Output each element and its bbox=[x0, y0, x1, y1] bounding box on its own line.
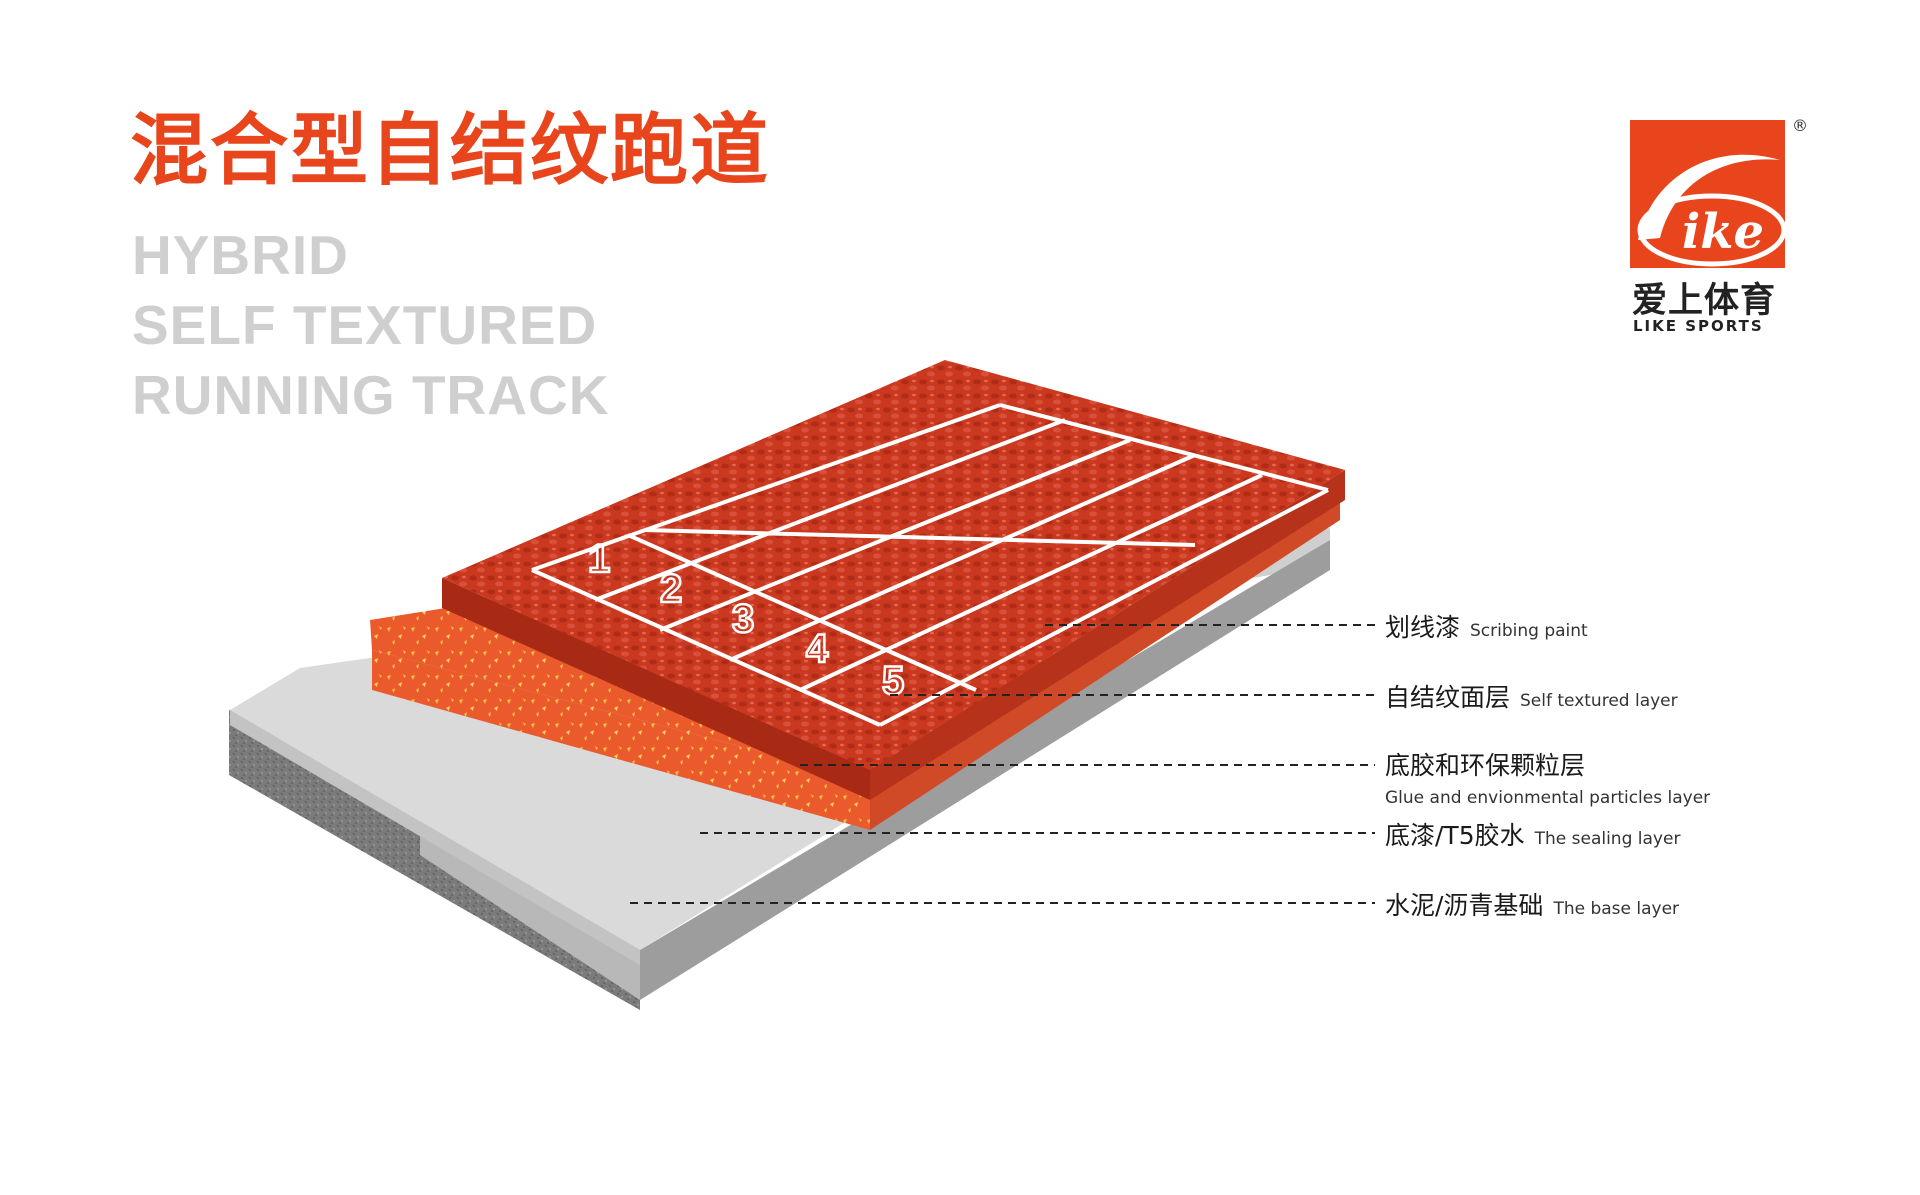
brand-logo: ike ® 爱上体育 LIKE SPORTS bbox=[1630, 116, 1810, 335]
lane-number-1: 1 bbox=[588, 537, 610, 581]
lane-number-2: 2 bbox=[660, 567, 682, 611]
label-en: Self textured layer bbox=[1520, 691, 1678, 711]
english-title-line-1: HYBRID bbox=[132, 224, 349, 286]
label-sealing-layer: 底漆/T5胶水 The sealing layer bbox=[1385, 816, 1680, 852]
scribing-paint bbox=[531, 403, 1329, 727]
logo-wordmark: ike bbox=[1682, 204, 1764, 260]
self-textured-layer bbox=[442, 360, 1345, 800]
label-self-textured-layer: 自结纹面层 Self textured layer bbox=[1385, 678, 1678, 714]
logo-ring bbox=[1637, 193, 1785, 267]
lane-number-3: 3 bbox=[732, 597, 754, 641]
label-scribing-paint: 划线漆 Scribing paint bbox=[1385, 608, 1588, 644]
lane-number-5: 5 bbox=[882, 659, 904, 703]
label-base-layer: 水泥/沥青基础 The base layer bbox=[1385, 886, 1679, 922]
label-en: Glue and envionmental particles layer bbox=[1385, 788, 1711, 808]
logo-english-name: LIKE SPORTS bbox=[1633, 317, 1764, 335]
logo-swoosh bbox=[1638, 154, 1780, 240]
english-title: HYBRID SELF TEXTURED RUNNING TRACK bbox=[132, 220, 609, 430]
registered-mark: ® bbox=[1792, 116, 1808, 135]
label-cn: 自结纹面层 bbox=[1385, 683, 1511, 712]
english-title-line-3: RUNNING TRACK bbox=[132, 364, 610, 426]
leader-lines bbox=[630, 624, 1375, 904]
label-cn: 划线漆 bbox=[1385, 613, 1461, 642]
label-en: The sealing layer bbox=[1534, 829, 1681, 849]
logo-emblem: ike bbox=[1630, 120, 1785, 268]
logo-chinese-name: 爱上体育 bbox=[1632, 281, 1777, 321]
page-title: 混合型自结纹跑道 bbox=[130, 106, 771, 196]
label-en: The base layer bbox=[1553, 899, 1680, 919]
lane-numbers: 1 2 3 4 5 bbox=[587, 536, 906, 705]
label-particles-layer: 底胶和环保颗粒层 Glue and envionmental particles… bbox=[1385, 746, 1710, 808]
lane-number-4: 4 bbox=[806, 627, 829, 671]
label-cn: 底胶和环保颗粒层 bbox=[1385, 751, 1586, 780]
english-title-line-2: SELF TEXTURED bbox=[132, 294, 598, 356]
label-cn: 水泥/沥青基础 bbox=[1385, 891, 1544, 920]
label-cn: 底漆/T5胶水 bbox=[1385, 821, 1525, 850]
label-en: Scribing paint bbox=[1470, 621, 1588, 641]
